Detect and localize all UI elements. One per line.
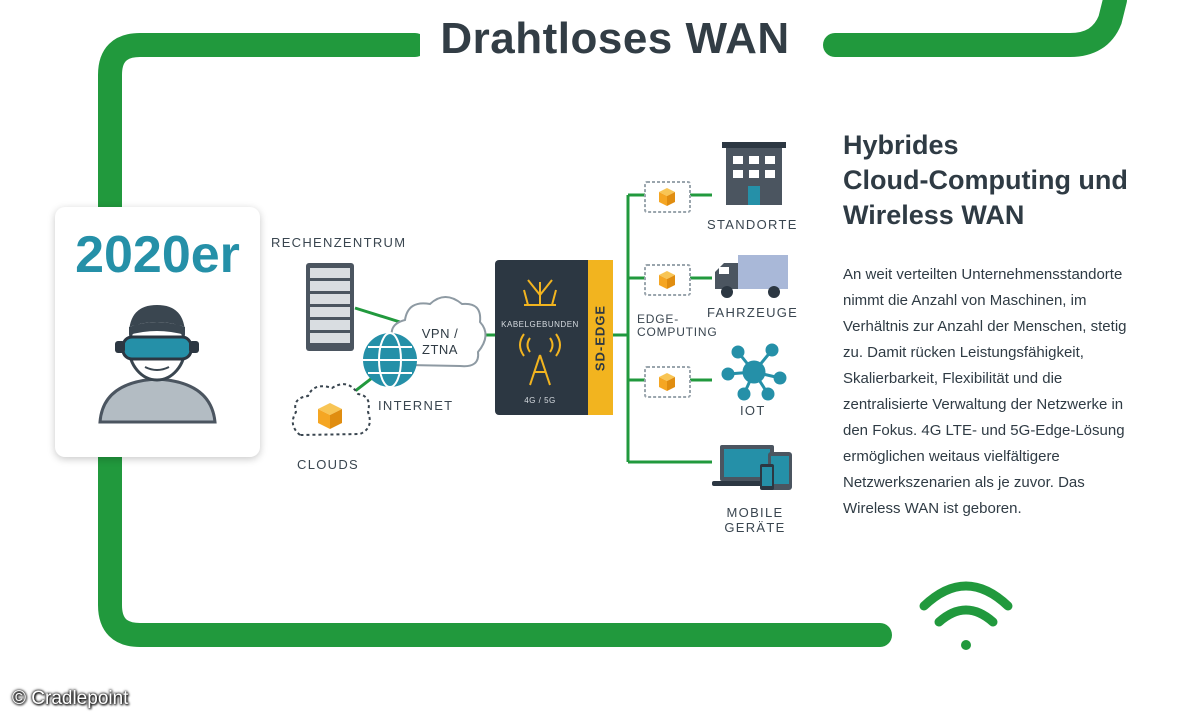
edge-computing-line1: EDGE- <box>637 312 680 326</box>
edge-device-icon <box>644 264 691 296</box>
truck-icon <box>715 255 788 298</box>
section-heading: Hybrides Cloud-Computing und Wireless WA… <box>843 128 1183 233</box>
sites-label: STANDORTE <box>707 217 798 232</box>
mobile-label: MOBILE GERÄTE <box>715 505 795 535</box>
era-card: 2020er <box>55 207 260 457</box>
body-line: zentralisierte Verwaltung der Netzwerke … <box>843 396 1124 413</box>
edge-device-icon <box>644 181 691 213</box>
vpn-label: VPN / ZTNA <box>405 326 475 358</box>
body-line: Skalierbarkeit, Flexibilität und die <box>843 370 1063 387</box>
vehicles-label: FAHRZEUGE <box>707 305 799 320</box>
sd-edge-box <box>495 260 613 415</box>
sd-edge-strip: SD-EDGE <box>588 260 613 415</box>
body-line: Wireless WAN ist geboren. <box>843 500 1022 517</box>
vr-headset-person-icon <box>98 305 217 424</box>
vpn-label-line2: ZTNA <box>422 342 458 357</box>
iot-label: IOT <box>740 403 766 418</box>
heading-line: Wireless WAN <box>843 200 1025 230</box>
edge-computing-line2: COMPUTING <box>637 325 718 339</box>
page-title: Drahtloses WAN <box>420 14 810 64</box>
datacenter-label: RECHENZENTRUM <box>271 235 407 250</box>
wifi-icon <box>919 581 1013 650</box>
heading-line: Hybrides <box>843 130 959 160</box>
connection-lines <box>349 193 712 464</box>
image-credit: © Cradlepoint <box>12 688 129 709</box>
body-line: Netzwerkszenarien als je zuvor. Das <box>843 474 1085 491</box>
server-rack-icon <box>306 263 354 351</box>
wired-label: KABELGEBUNDEN <box>501 320 579 329</box>
body-line: zu. Damit rücken Leistungsfähigkeit, <box>843 344 1084 361</box>
body-line: den Fokus. 4G LTE- und 5G-Edge-Lösung <box>843 422 1125 439</box>
wired-connection-icon <box>523 279 557 306</box>
body-line: nimmt die Anzahl von Maschinen, im <box>843 292 1087 309</box>
vpn-label-line1: VPN / <box>421 326 459 341</box>
internet-globe-icon <box>363 332 417 388</box>
building-icon <box>722 142 786 205</box>
body-line: Verhältnis zur Anzahl der Menschen, stet… <box>843 318 1127 335</box>
clouds-label: CLOUDS <box>297 457 359 472</box>
cloud-cube-icon <box>318 403 342 429</box>
cellular-label: 4G / 5G <box>524 396 556 405</box>
cell-tower-icon <box>519 333 561 386</box>
internet-label: INTERNET <box>378 398 454 413</box>
era-label: 2020er <box>75 226 240 284</box>
description-text: An weit verteilten Unternehmensstandorte… <box>843 262 1200 522</box>
mobile-label-line2: GERÄTE <box>724 520 786 535</box>
sd-edge-label: SD-EDGE <box>592 304 608 372</box>
edge-device-icon <box>644 366 691 398</box>
body-line: An weit verteilten Unternehmensstandorte <box>843 266 1123 283</box>
body-line: ermöglichen weitaus vielfältigere <box>843 448 1060 465</box>
mobile-devices-icon <box>712 445 792 490</box>
heading-line: Cloud-Computing und <box>843 165 1128 195</box>
edge-computing-label: EDGE- COMPUTING <box>637 313 718 339</box>
mobile-label-line1: MOBILE <box>726 505 784 520</box>
iot-network-icon <box>721 343 787 401</box>
